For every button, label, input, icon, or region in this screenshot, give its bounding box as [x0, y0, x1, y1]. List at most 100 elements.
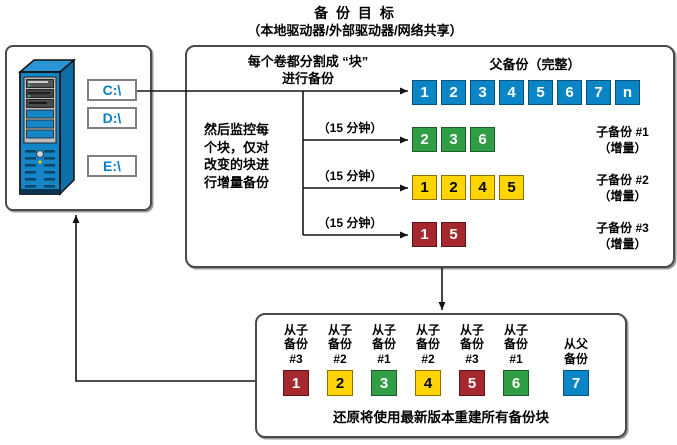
backup-block-6: 6: [470, 127, 495, 152]
restore-column-label-line: 备份: [371, 337, 396, 351]
split-note-line1: 每个卷都分割成 “块”: [247, 54, 369, 69]
cd-drive-slot: [28, 81, 48, 83]
restore-column-label-line: 备份: [415, 337, 440, 351]
restore-column-label-line: 从子: [283, 322, 308, 337]
restore-column-label-line: 备份: [563, 351, 588, 366]
child-backup-3-label: 子备份 #3 （增量）: [570, 220, 675, 252]
restore-column-label: 从子备份#1: [372, 322, 396, 366]
child-backup-2-label-line2: （增量）: [598, 189, 647, 203]
restore-block-7: 7: [563, 370, 589, 396]
drive-e-text: E:\: [103, 158, 121, 174]
parent-backup-label: 父备份（完整）: [489, 57, 581, 72]
interval-label-3: （15 分钟）: [317, 216, 383, 230]
restore-column: 从子备份#2 2: [320, 322, 360, 396]
backup-block-4: 4: [470, 175, 495, 200]
monitor-note-line1: 然后监控每: [204, 122, 270, 137]
backup-block-3: 3: [470, 80, 495, 105]
restore-column-label-line: 备份: [503, 337, 528, 351]
restore-column-label: 从子备份#2: [328, 322, 352, 366]
child-backup-1-label: 子备份 #1 （增量）: [570, 124, 675, 156]
restore-caption: 还原将使用最新版本重建所有备份块: [333, 410, 549, 425]
title-text: 备 份 目 标: [314, 5, 396, 21]
monitor-note-line2: 个块，仅对: [204, 139, 270, 155]
blank-bay-2: [26, 119, 54, 129]
child-backup-3-label-line1: 子备份 #3: [596, 221, 649, 235]
restore-column-label-line: 从子: [415, 322, 440, 337]
floppy-slot: [29, 102, 47, 104]
power-led: [38, 160, 42, 164]
monitor-note-line4: 行增量备份: [204, 174, 270, 190]
restore-block-1: 1: [283, 370, 309, 396]
backup-block-3: 3: [441, 127, 466, 152]
backup-block-1: 1: [412, 80, 437, 105]
restore-column-label: 从子备份#2: [416, 322, 440, 366]
title-subtext: （本地驱动器/外部驱动器/网络共享）: [247, 23, 463, 38]
tower-base: [20, 189, 60, 194]
restore-column-label-line: 备份: [459, 337, 484, 351]
interval-label-1: （15 分钟）: [317, 121, 383, 135]
restore-column-label-line: 备份: [283, 337, 308, 351]
backup-block-n: n: [615, 80, 640, 105]
restore-column-label-line: 备份: [327, 337, 352, 351]
tower-side-face: [59, 58, 75, 196]
restore-column-label: 从子备份#3: [284, 322, 308, 366]
restore-column-label-line: #1: [509, 351, 523, 366]
child-backup-2-label-line1: 子备份 #2: [596, 173, 649, 187]
restore-column-label-line: 从子: [371, 322, 396, 337]
restore-column-label-line: 从子: [327, 322, 352, 337]
drive-d-text: D:\: [102, 110, 122, 126]
interval-label-2: （15 分钟）: [317, 169, 383, 183]
restore-column: 从子备份#3 5: [452, 322, 492, 396]
backup-block-1: 1: [412, 222, 437, 247]
backup-block-7: 7: [586, 80, 611, 105]
restore-column-label-line: #1: [377, 351, 391, 366]
backup-block-1: 1: [412, 175, 437, 200]
restore-column-label-line: 从子: [459, 322, 484, 337]
server-tower-illustration: [17, 58, 77, 196]
blank-bay-1: [26, 109, 54, 119]
restore-block-2: 2: [327, 370, 353, 396]
drive-led-2: [27, 94, 31, 98]
cd-drive-bay: [26, 79, 54, 88]
drive-label-d: D:\: [87, 107, 137, 129]
child-backup-3-label-line2: （增量）: [598, 237, 647, 251]
restore-column: 从子备份#1 3: [364, 322, 404, 396]
restore-block-5: 5: [459, 370, 485, 396]
backup-block-2: 2: [441, 175, 466, 200]
vent-slots: [25, 150, 55, 188]
restore-block-4: 4: [415, 370, 441, 396]
restore-column-label: 从子备份#3: [460, 322, 484, 366]
backup-block-5: 5: [528, 80, 553, 105]
restore-column-label-line: #2: [333, 351, 347, 366]
restore-column-label-line: #3: [465, 351, 479, 366]
backup-block-2: 2: [441, 80, 466, 105]
power-button: [36, 150, 44, 158]
backup-block-6: 6: [557, 80, 582, 105]
monitor-note: 然后监控每 个块，仅对 改变的块进 行增量备份: [204, 121, 284, 191]
restore-column-label-line: 从子: [503, 322, 528, 337]
drive-label-e: E:\: [87, 155, 137, 177]
blank-bay-3: [26, 129, 54, 139]
drive-c-text: C:\: [102, 82, 122, 98]
restore-column-label-line: #3: [289, 351, 303, 366]
restore-column-label: 从子备份#1: [504, 322, 528, 366]
drive-led: [27, 84, 31, 87]
backup-block-5: 5: [441, 222, 466, 247]
restore-column: 从子备份#2 4: [408, 322, 448, 396]
child-backup-1-label-line1: 子备份 #1: [596, 125, 649, 139]
restore-column-label-line: #2: [421, 351, 435, 366]
restore-column: 从父备份 7: [556, 322, 596, 396]
restore-block-3: 3: [371, 370, 397, 396]
monitor-note-line3: 改变的块进: [204, 157, 270, 172]
split-note-line2: 进行备份: [281, 71, 334, 86]
restore-column-label-line: 从父: [563, 337, 588, 351]
child-backup-1-label-line2: （增量）: [598, 141, 647, 155]
child-backup-2-label: 子备份 #2 （增量）: [570, 172, 675, 204]
